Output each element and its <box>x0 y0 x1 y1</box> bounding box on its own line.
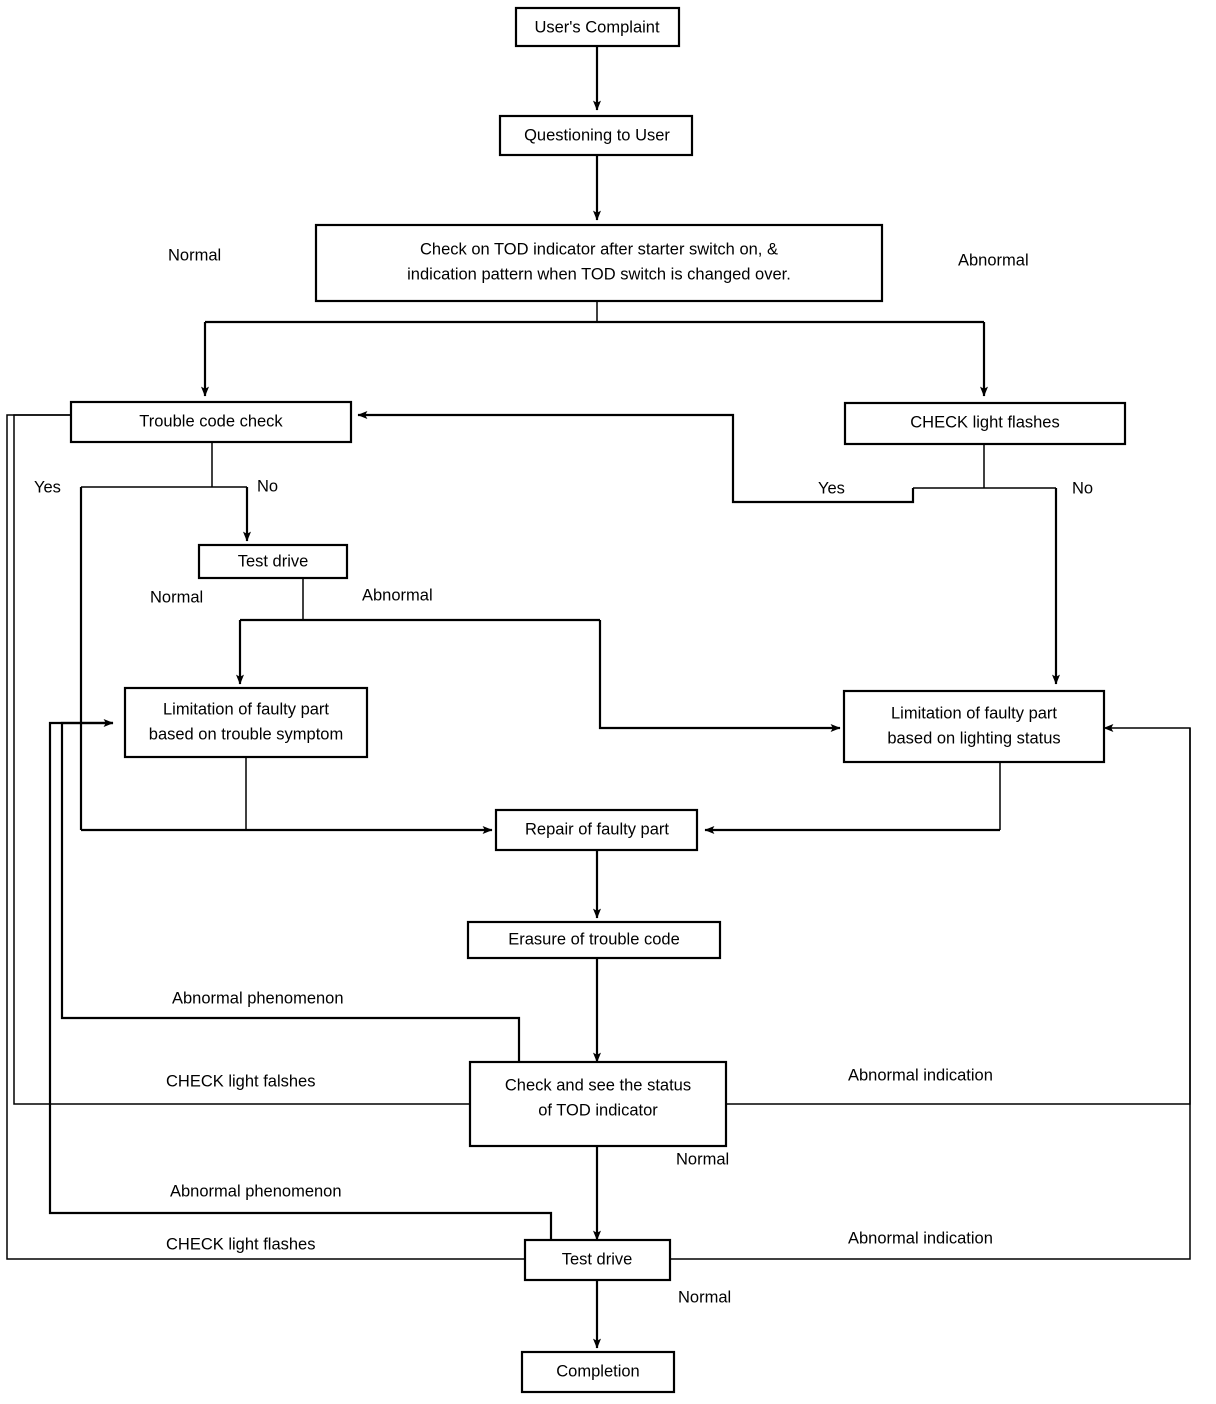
edge-abnormal-phenomenon-2 <box>48 721 553 1240</box>
node-check-tod-status-line2: of TOD indicator <box>538 1101 658 1119</box>
node-test-drive-upper[interactable] <box>197 543 349 580</box>
label-abnormal-indication-1: Abnormal indication <box>848 1066 993 1084</box>
edge-abnormal-phenomenon-1 <box>60 719 521 1062</box>
label-no-right: No <box>1072 479 1093 497</box>
node-users-complaint-label: User's Complaint <box>534 18 660 36</box>
node-erasure-of-trouble-code-label: Erasure of trouble code <box>508 930 680 948</box>
node-check-tod-indicator-line2: indication pattern when TOD switch is ch… <box>407 265 791 283</box>
node-check-tod-status-line1: Check and see the status <box>505 1076 691 1094</box>
node-check-tod-indicator-line1: Check on TOD indicator after starter swi… <box>420 240 778 258</box>
label-abnormal-indication-2: Abnormal indication <box>848 1229 993 1247</box>
node-questioning-to-user-label: Questioning to User <box>524 126 670 144</box>
label-check-light-flashes-2: CHECK light flashes <box>166 1235 315 1253</box>
node-limitation-trouble-symptom[interactable] <box>123 686 369 759</box>
node-repair-of-faulty-part-label: Repair of faulty part <box>525 820 669 838</box>
node-completion[interactable] <box>520 1350 676 1394</box>
node-limitation-lighting-status-line2: based on lighting status <box>887 729 1060 747</box>
node-limitation-trouble-symptom-line1: Limitation of faulty part <box>163 700 329 718</box>
node-limitation-trouble-symptom-line2: based on trouble symptom <box>149 725 343 743</box>
label-abnormal-top: Abnormal <box>958 251 1029 269</box>
edge-abnormal-indication-2 <box>670 728 1191 1260</box>
node-test-drive-lower-label: Test drive <box>562 1250 633 1268</box>
label-abnormal-test-drive: Abnormal <box>362 586 433 604</box>
edge-abnormal-indication-1 <box>726 724 1191 1105</box>
label-abnormal-phenomenon-1: Abnormal phenomenon <box>172 989 344 1007</box>
node-users-complaint[interactable] <box>514 6 681 48</box>
node-repair-of-faulty-part[interactable] <box>494 808 699 852</box>
node-test-drive-lower[interactable] <box>523 1238 672 1282</box>
node-check-tod-indicator[interactable] <box>314 223 884 303</box>
label-yes-right: Yes <box>818 479 845 497</box>
node-limitation-lighting-status-line1: Limitation of faulty part <box>891 704 1057 722</box>
label-no-left: No <box>257 477 278 495</box>
node-questioning-to-user[interactable] <box>498 114 694 157</box>
label-normal-test-drive: Normal <box>150 588 203 606</box>
edge-abnormal-to-limitation-lighting <box>598 620 841 732</box>
node-trouble-code-check[interactable] <box>69 400 353 444</box>
label-normal-status: Normal <box>676 1150 729 1168</box>
node-check-tod-status[interactable] <box>468 1060 728 1148</box>
node-limitation-lighting-status[interactable] <box>842 689 1106 764</box>
label-normal-final: Normal <box>678 1288 731 1306</box>
label-yes-left: Yes <box>34 478 61 496</box>
node-erasure-of-trouble-code[interactable] <box>466 920 722 960</box>
edge-yes-back-to-trouble-code <box>357 411 915 504</box>
edge-check-light-flashes-2 <box>6 414 525 1260</box>
node-check-light-flashes-label: CHECK light flashes <box>910 413 1059 431</box>
node-check-light-flashes[interactable] <box>843 401 1127 446</box>
label-normal-top: Normal <box>168 246 221 264</box>
node-test-drive-upper-label: Test drive <box>238 552 309 570</box>
label-abnormal-phenomenon-2: Abnormal phenomenon <box>170 1182 342 1200</box>
node-completion-label: Completion <box>556 1362 639 1380</box>
label-check-light-falshes-1: CHECK light falshes <box>166 1072 315 1090</box>
node-trouble-code-check-label: Trouble code check <box>139 412 283 430</box>
